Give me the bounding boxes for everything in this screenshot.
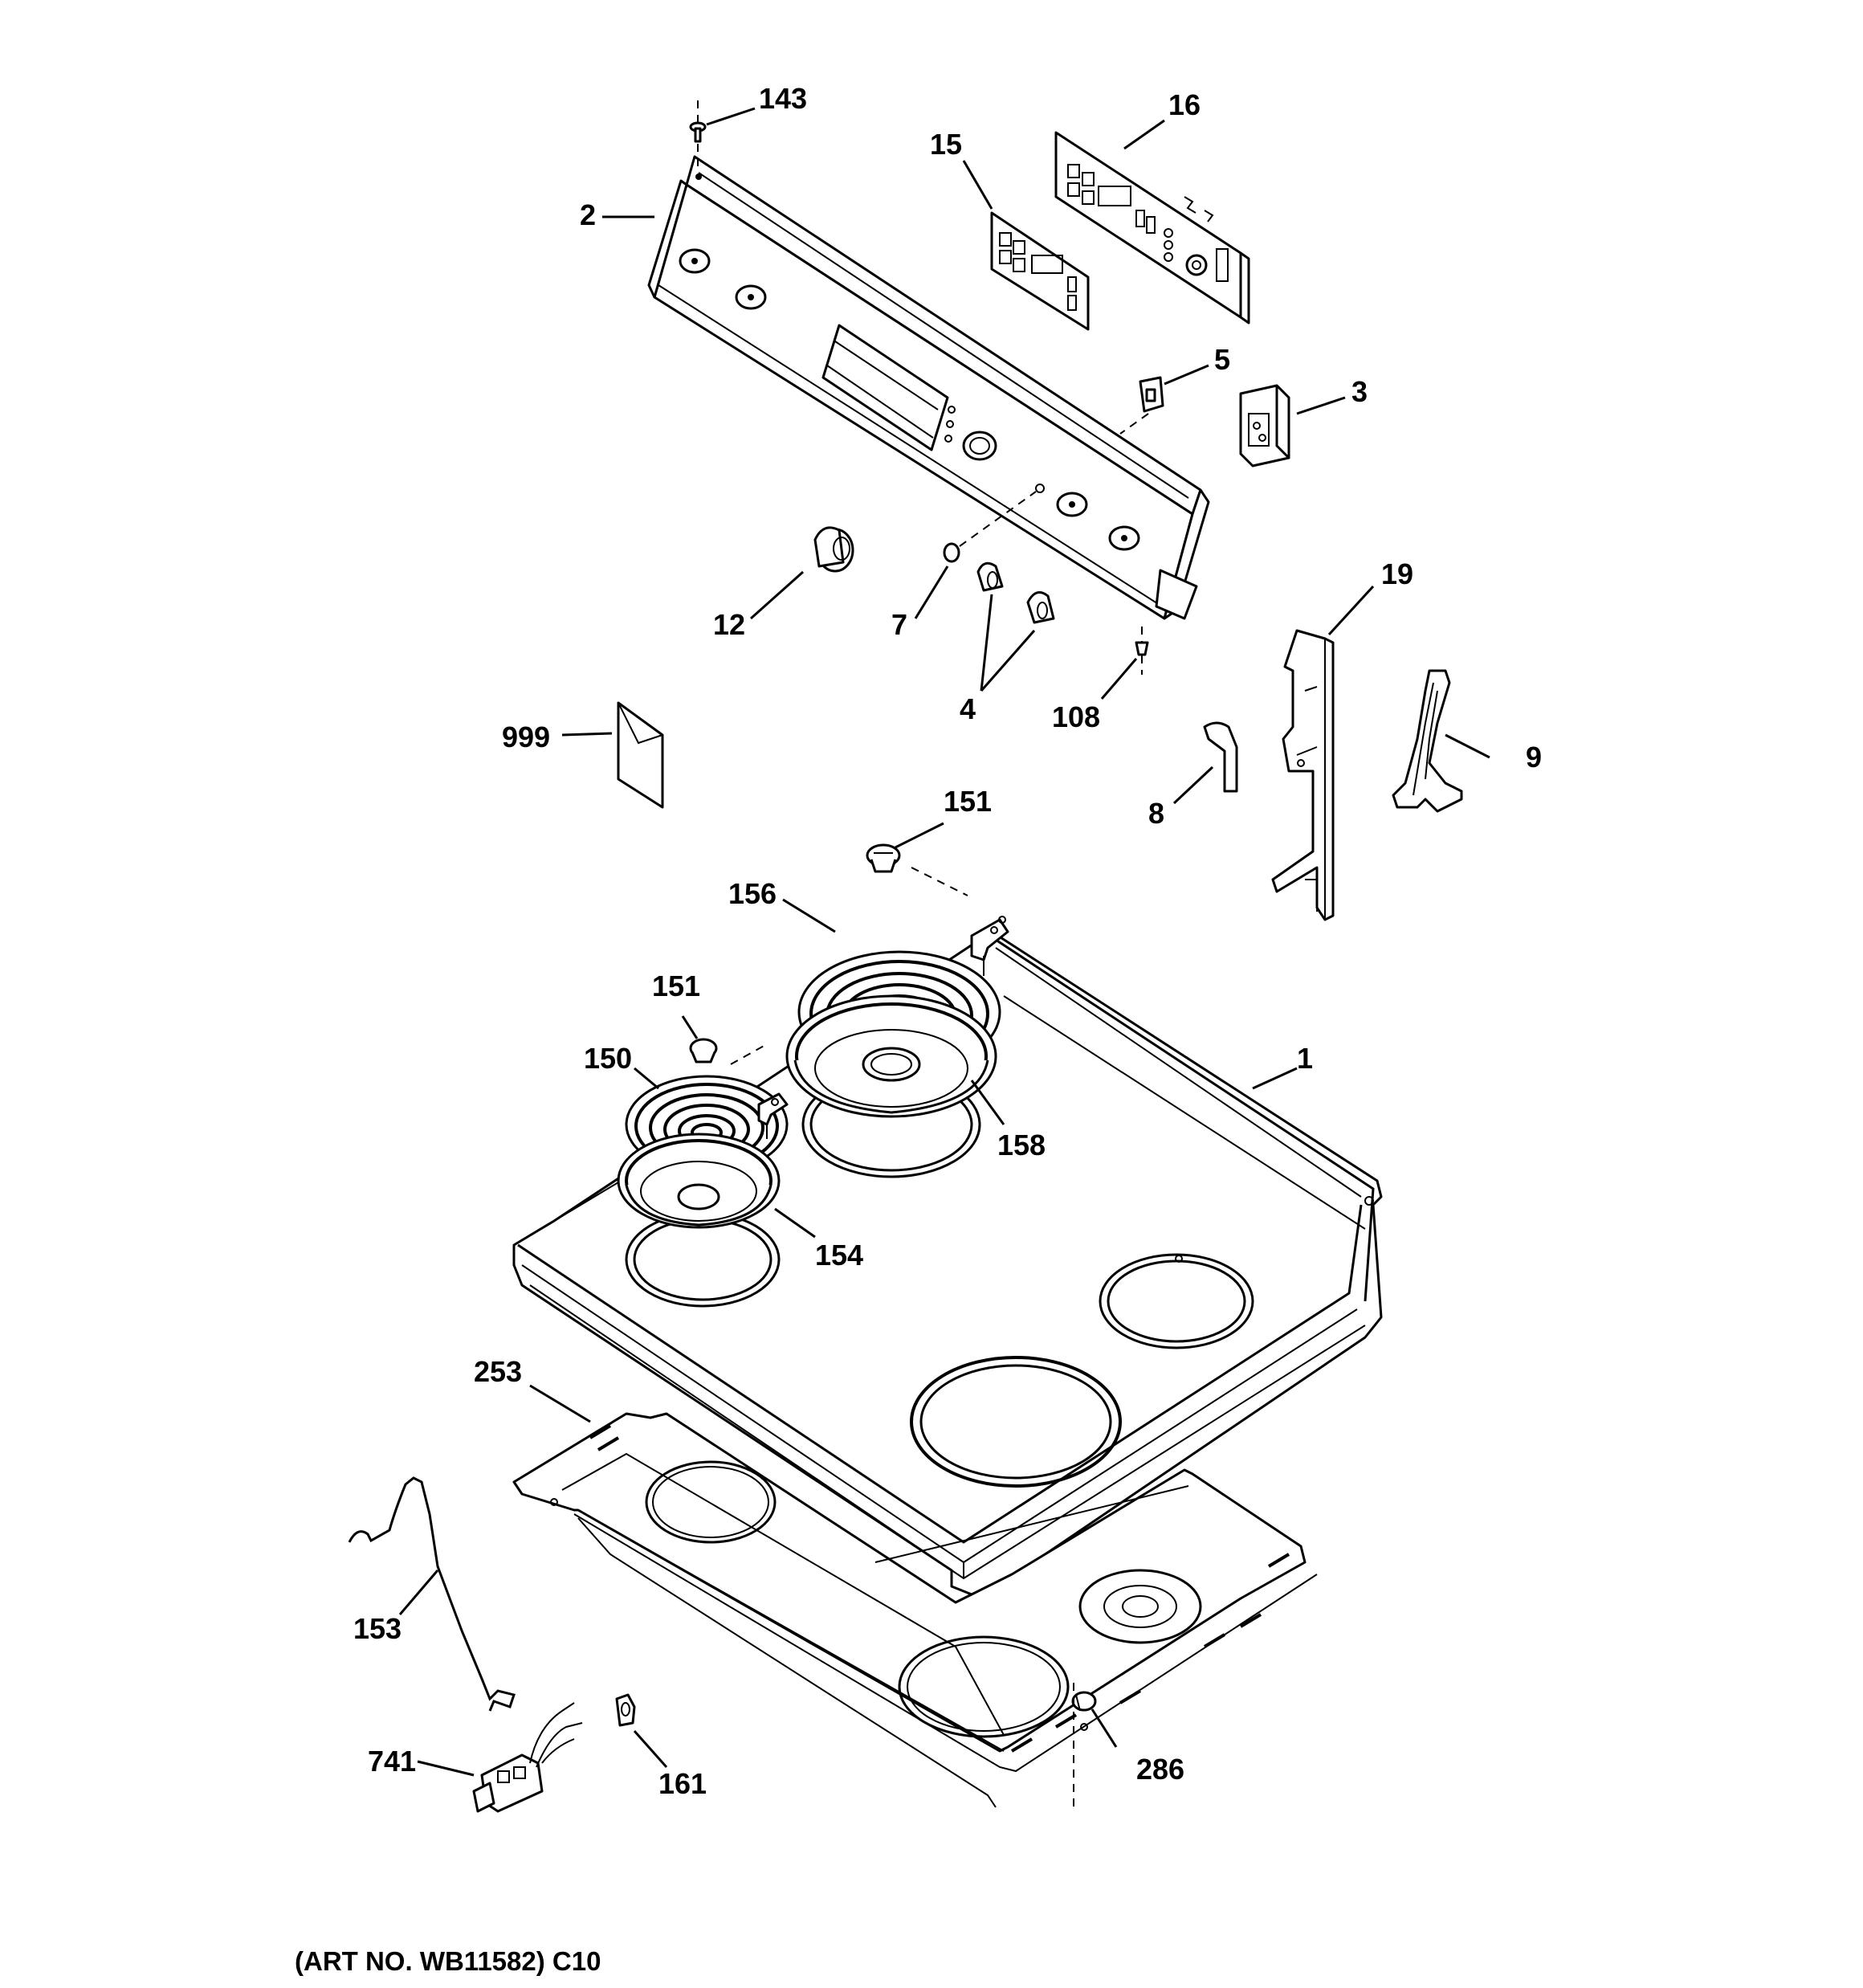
switch-3	[1239, 384, 1290, 467]
callout-15: 15	[930, 128, 962, 161]
cooktop-main-top	[512, 930, 1383, 1604]
callout-labels: 143 16 15 2 5 3 12 7 4 108 19 999 9 8 15…	[295, 82, 1542, 1976]
callout-16: 16	[1168, 88, 1201, 121]
callout-4: 4	[960, 692, 976, 725]
callout-158: 158	[997, 1129, 1046, 1161]
drip-pan-158	[785, 994, 997, 1118]
backsplash-panel	[647, 155, 1210, 620]
callout-19: 19	[1381, 557, 1413, 590]
callout-161: 161	[658, 1767, 707, 1800]
callout-5: 5	[1214, 343, 1230, 376]
screw-143	[689, 100, 707, 169]
support-rod-153	[348, 1476, 516, 1712]
bracket-19	[1271, 629, 1335, 921]
callout-8: 8	[1148, 797, 1164, 830]
hinge-8	[1203, 721, 1238, 793]
callout-153: 153	[353, 1612, 402, 1645]
switch-5	[1119, 376, 1164, 435]
callout-156: 156	[728, 877, 777, 910]
callout-286: 286	[1136, 1753, 1184, 1786]
lamp-7	[943, 491, 1037, 563]
hole-cap-151-lower	[689, 1038, 768, 1065]
callout-12: 12	[713, 608, 745, 641]
overlay-15	[990, 211, 1090, 331]
callout-150: 150	[584, 1042, 632, 1075]
callout-741: 741	[368, 1745, 416, 1778]
knob-12	[813, 526, 854, 573]
handle-9	[1392, 669, 1463, 813]
callout-2: 2	[580, 198, 596, 231]
leader-lines	[398, 107, 1490, 1777]
art-number: (ART NO. WB11582) C10	[295, 1946, 601, 1976]
control-board-16	[1054, 131, 1250, 325]
callout-999: 999	[502, 720, 550, 753]
callout-3: 3	[1351, 375, 1368, 408]
knobs-4	[976, 561, 1055, 624]
clip-161	[615, 1693, 636, 1727]
screw-108	[1135, 627, 1149, 675]
callout-7: 7	[891, 608, 907, 641]
callout-151-upper: 151	[944, 785, 992, 818]
callout-108: 108	[1052, 700, 1100, 733]
clip-286	[1071, 1683, 1097, 1807]
callout-1: 1	[1297, 1042, 1313, 1075]
burner-box-253	[512, 1412, 1318, 1808]
terminal-block-741	[472, 1702, 583, 1813]
callout-154: 154	[815, 1239, 863, 1272]
literature-envelope-999	[617, 701, 664, 809]
hole-cap-151-upper	[866, 843, 968, 896]
callout-9: 9	[1526, 741, 1542, 774]
drip-pan-154	[617, 1133, 781, 1229]
callout-143: 143	[759, 82, 807, 115]
callout-151-lower: 151	[652, 970, 700, 1002]
callout-253: 253	[474, 1355, 522, 1388]
